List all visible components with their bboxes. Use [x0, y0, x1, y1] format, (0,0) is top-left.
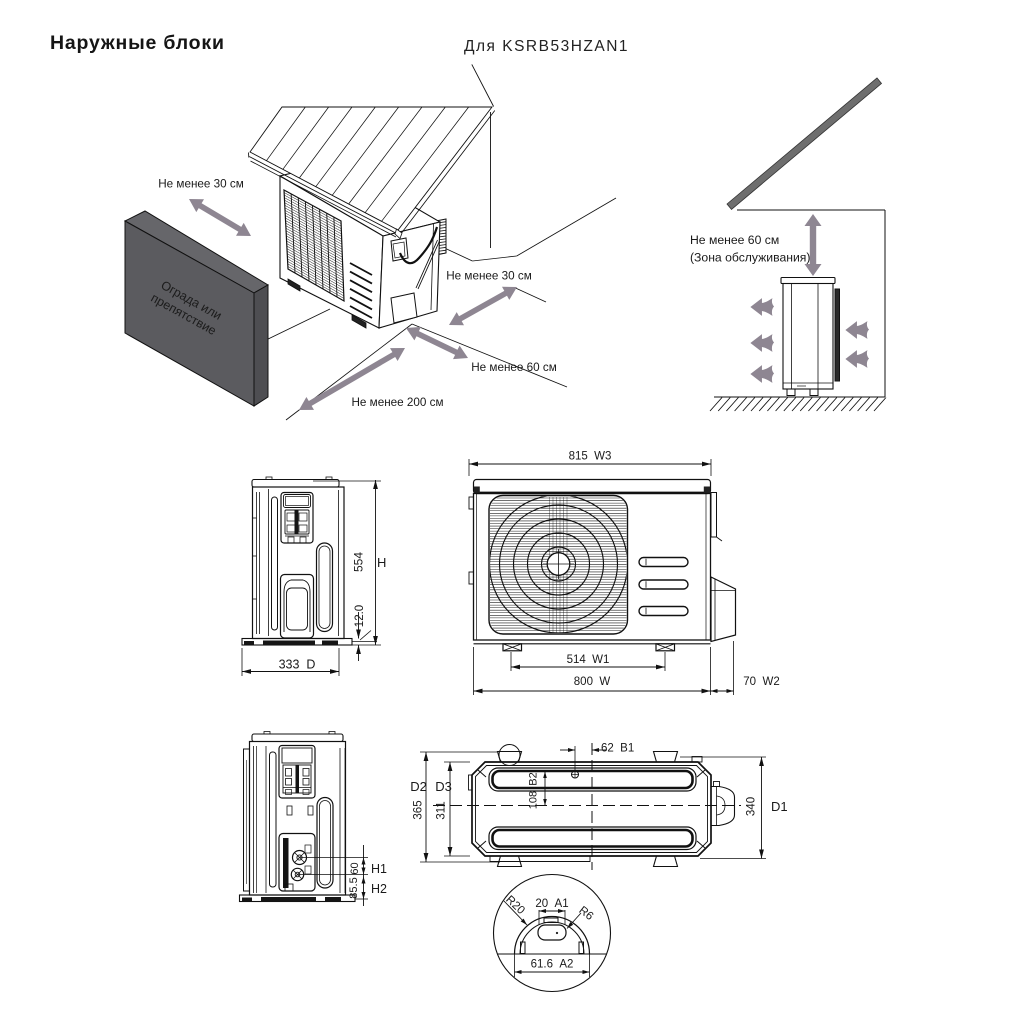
svg-text:Не менее 200 см: Не менее 200 см: [351, 396, 443, 409]
svg-text:554: 554: [352, 552, 366, 572]
svg-text:Для KSRB53HZAN1: Для KSRB53HZAN1: [464, 38, 629, 55]
svg-text:333 D: 333 D: [279, 658, 316, 672]
svg-text:70 W2: 70 W2: [743, 676, 779, 688]
svg-text:340: 340: [746, 797, 758, 816]
svg-text:D2: D2: [410, 779, 427, 794]
svg-text:D3: D3: [435, 779, 452, 794]
svg-text:85.5: 85.5: [348, 877, 360, 898]
svg-text:514 W1: 514 W1: [567, 654, 610, 666]
svg-text:311: 311: [436, 801, 448, 819]
svg-text:D1: D1: [771, 799, 788, 814]
svg-text:Не менее 30 см: Не менее 30 см: [446, 270, 532, 283]
svg-text:H: H: [377, 555, 386, 570]
svg-text:60: 60: [349, 862, 361, 874]
svg-text:12.0: 12.0: [354, 605, 366, 627]
svg-text:800 W: 800 W: [574, 676, 611, 688]
svg-text:Не менее 60 см: Не менее 60 см: [471, 361, 557, 374]
svg-text:62 B1: 62 B1: [601, 743, 634, 755]
svg-text:365: 365: [413, 800, 425, 819]
svg-text:108: 108: [528, 791, 540, 809]
svg-text:Не менее 60 см: Не менее 60 см: [690, 233, 779, 247]
svg-text:815 W3: 815 W3: [569, 451, 612, 463]
svg-text:Не менее 30 см: Не менее 30 см: [158, 178, 244, 191]
svg-text:20 A1: 20 A1: [535, 898, 568, 910]
svg-text:H2: H2: [371, 882, 387, 896]
svg-text:61.6 A2: 61.6 A2: [531, 959, 574, 971]
svg-text:H1: H1: [371, 862, 387, 876]
svg-text:Наружные блоки: Наружные блоки: [50, 32, 225, 54]
svg-text:B2: B2: [528, 772, 540, 785]
svg-text:(Зона обслуживания): (Зона обслуживания): [690, 251, 810, 265]
